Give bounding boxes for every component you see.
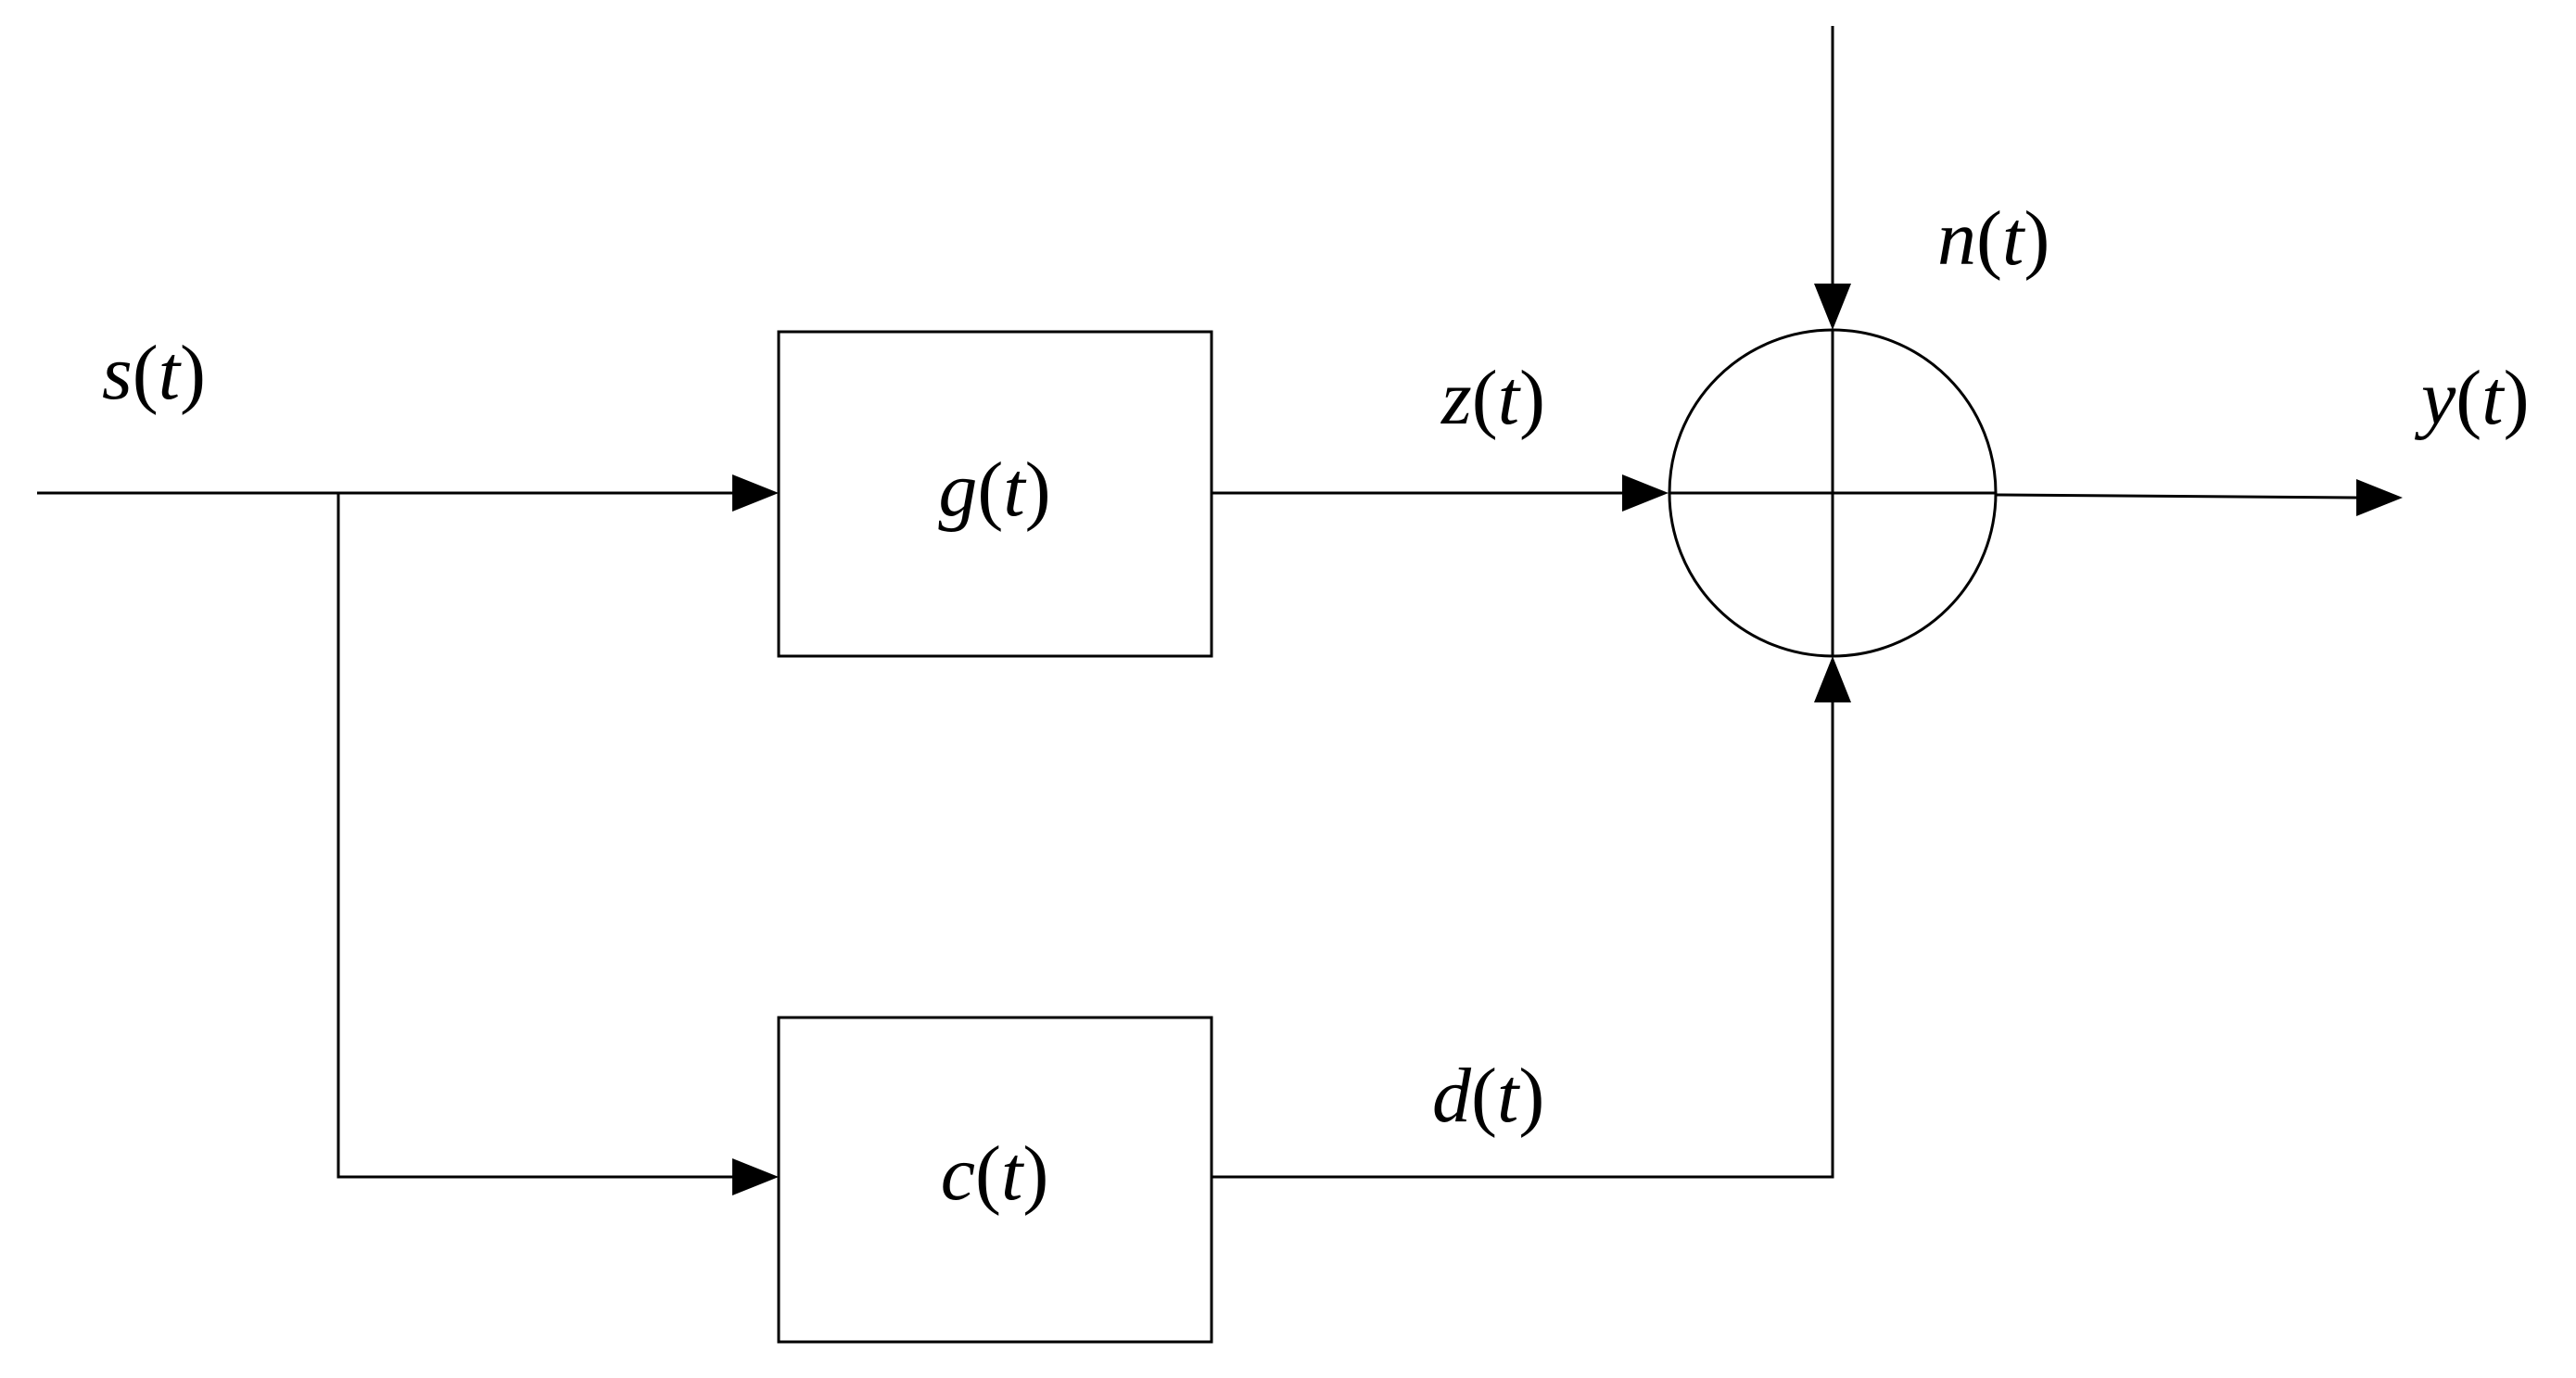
d-wire <box>1212 702 1834 1179</box>
c-block <box>777 1016 1213 1344</box>
label-c-of-t: c(t) <box>941 1131 1049 1217</box>
label-n-of-t: n(t) <box>1937 196 2049 282</box>
label-g-of-t: g(t) <box>938 447 1050 533</box>
label-s-of-t: s(t) <box>102 330 206 416</box>
arrow-into-summer-left <box>1622 474 1669 512</box>
g-block <box>777 330 1213 658</box>
arrow-into-c-block <box>732 1158 779 1195</box>
arrow-into-summer-top <box>1814 284 1851 330</box>
arrow-into-summer-bottom <box>1814 656 1851 702</box>
label-d-of-t: d(t) <box>1432 1053 1544 1139</box>
arrow-into-g-block <box>732 474 779 512</box>
label-y-of-t: y(t) <box>2414 355 2530 441</box>
output-wire <box>1995 493 2357 499</box>
arrow-output <box>2356 479 2403 516</box>
lower-branch-wire <box>336 493 732 1179</box>
summing-junction <box>1668 328 1998 658</box>
label-z-of-t: z(t) <box>1440 355 1545 441</box>
